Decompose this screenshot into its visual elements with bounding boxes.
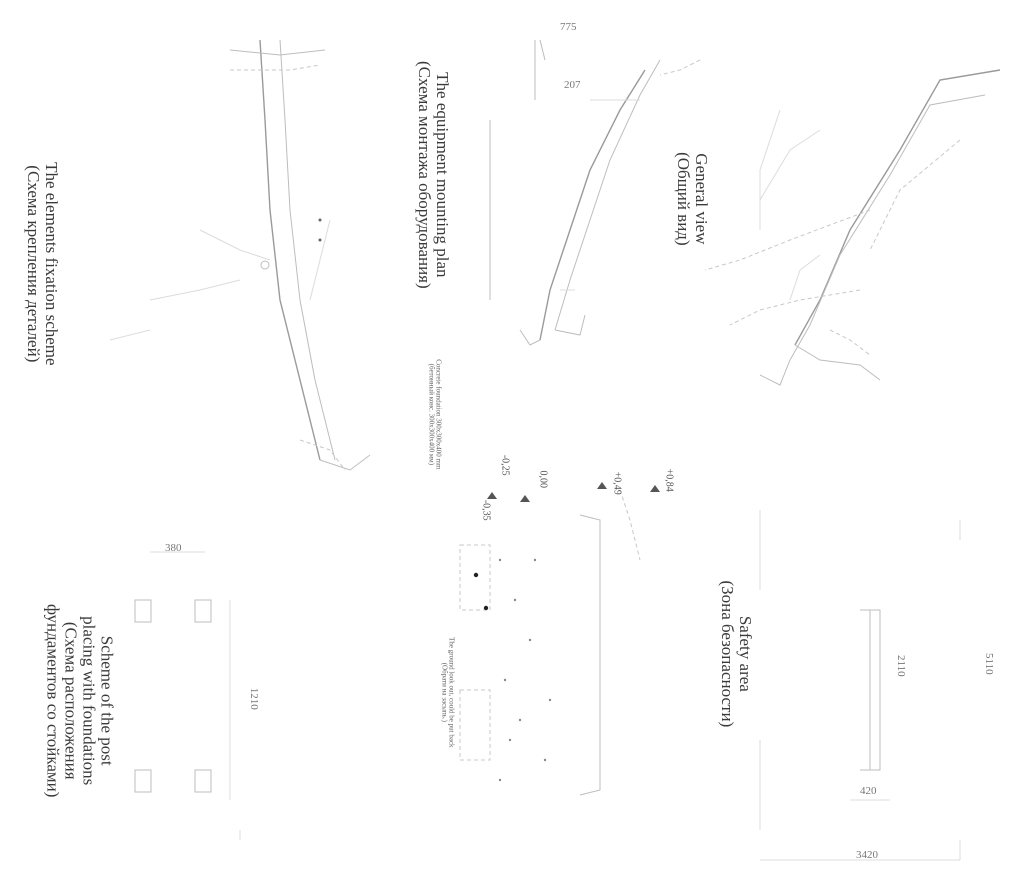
concrete-foundation-note: Concrete foundation 300x300x400 mm (бето… (427, 329, 442, 499)
mounting-plan-sketch (489, 39, 701, 346)
ground-note-en: The ground look out, could be put back (447, 637, 456, 748)
general-view-title-en: General view (691, 153, 711, 245)
dimension-1210: 1210 (247, 687, 260, 710)
mounting-plan-title-ru: (Схема монтажа оборудования) (415, 61, 434, 289)
post-placing-title-ru-2: фундаментов со стойками) (44, 603, 64, 798)
mounting-plan-title-en: The equipment mounting plan (432, 72, 452, 278)
fixation-scheme-sketch (109, 39, 371, 471)
ground-note: The ground look out, could be put back (… (440, 607, 455, 777)
post-placing-title-ru-1: (Схема расположения (62, 621, 81, 780)
fixation-scheme-title: The elements fixation scheme (Схема креп… (24, 144, 61, 384)
level-minus-025: -0,25 (499, 454, 511, 476)
level-plus-084: +0,84 (663, 468, 675, 492)
fixation-scheme-title-en: The elements fixation scheme (41, 162, 61, 366)
general-view-sketch (704, 69, 1001, 386)
dimension-3420: 3420 (856, 849, 878, 861)
concrete-foundation-note-en: Concrete foundation 300x300x400 mm (434, 359, 443, 470)
safety-area-sketch (579, 489, 961, 861)
safety-area-title-ru: (Зона безопасности) (718, 580, 737, 728)
ground-note-ru: (Обрати на засыпь.) (440, 662, 448, 722)
dimension-380: 380 (165, 542, 182, 554)
safety-area-title: Safety area (Зона безопасности) (718, 564, 755, 744)
dimension-775: 775 (560, 21, 577, 33)
dimension-2110: 2110 (894, 654, 907, 677)
level-000: 0,00 (537, 470, 549, 489)
fixation-scheme-title-ru: (Схема крепления деталей) (24, 165, 43, 363)
post-placing-title-en-2: placing with foundations (79, 616, 99, 786)
foundation-section-sketch (459, 482, 660, 782)
dimension-5110: 5110 (982, 652, 995, 675)
post-placing-sketch (134, 551, 241, 840)
dimension-207: 207 (564, 79, 581, 91)
dimension-420: 420 (860, 785, 877, 797)
general-view-title-ru: (Общий вид) (674, 152, 693, 246)
safety-area-title-en: Safety area (735, 615, 755, 692)
post-placing-title-en-1: Scheme of the post (97, 635, 117, 766)
mounting-plan-title: The equipment mounting plan (Схема монта… (415, 25, 452, 325)
level-minus-035: -0,35 (480, 499, 492, 521)
general-view-title: General view (Общий вид) (674, 119, 711, 279)
concrete-foundation-note-ru: (бетонный конс. 300х300х400 мм) (427, 363, 435, 466)
post-placing-title: Scheme of the post placing with foundati… (44, 571, 117, 831)
level-plus-049: +0,49 (611, 471, 623, 495)
